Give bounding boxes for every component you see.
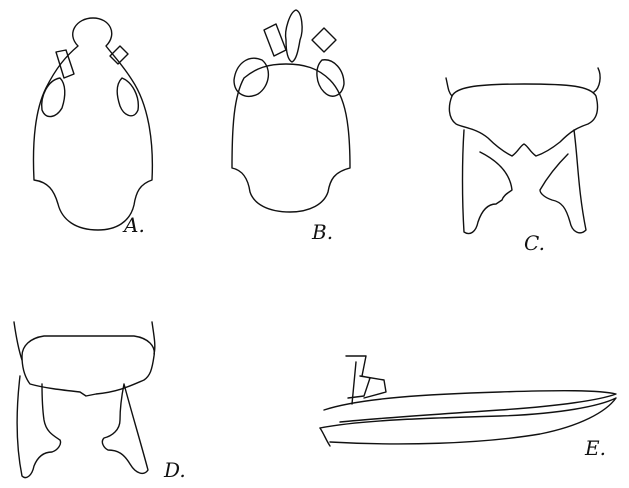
figure-c-label: C. <box>524 231 545 255</box>
figure-a-right-eye <box>117 78 138 116</box>
figure-b-left-antenna-base <box>264 24 286 56</box>
figure-a-outline <box>34 18 153 230</box>
figure-e-base-lower <box>320 428 330 446</box>
figure-c-left-edge <box>446 78 452 96</box>
figure-e-lower-valve <box>320 398 616 444</box>
figure-d-right-cercus <box>102 384 148 473</box>
figure-b-outline <box>232 64 350 212</box>
figure-a-label: A. <box>122 213 145 237</box>
figure-a-head-dorsal: A. <box>34 18 153 237</box>
figure-b-right-antenna-base <box>312 28 336 52</box>
figure-d-label: D. <box>163 458 186 482</box>
figure-c-right-edge <box>594 68 600 92</box>
figure-e-basal-process <box>346 356 386 398</box>
figure-a-left-eye <box>42 78 65 117</box>
figure-c-abdomen-tip: C. <box>446 68 600 255</box>
figure-d-left-cercus <box>17 376 60 478</box>
figure-d-abdomen-tip: D. <box>14 322 186 482</box>
figure-e-label: E. <box>584 436 606 460</box>
figure-d-left-edge <box>14 322 22 360</box>
figure-b-median-lobe <box>286 10 302 62</box>
figure-c-right-cercus <box>540 130 586 233</box>
figure-b-label: B. <box>311 220 333 244</box>
figure-c-left-cercus <box>463 130 513 234</box>
figure-a-left-antenna-base <box>56 50 74 78</box>
figure-e-lateral-view: E. <box>320 356 616 460</box>
figure-b-right-eye <box>317 60 344 96</box>
figure-b-head-dorsal: B. <box>232 10 350 244</box>
